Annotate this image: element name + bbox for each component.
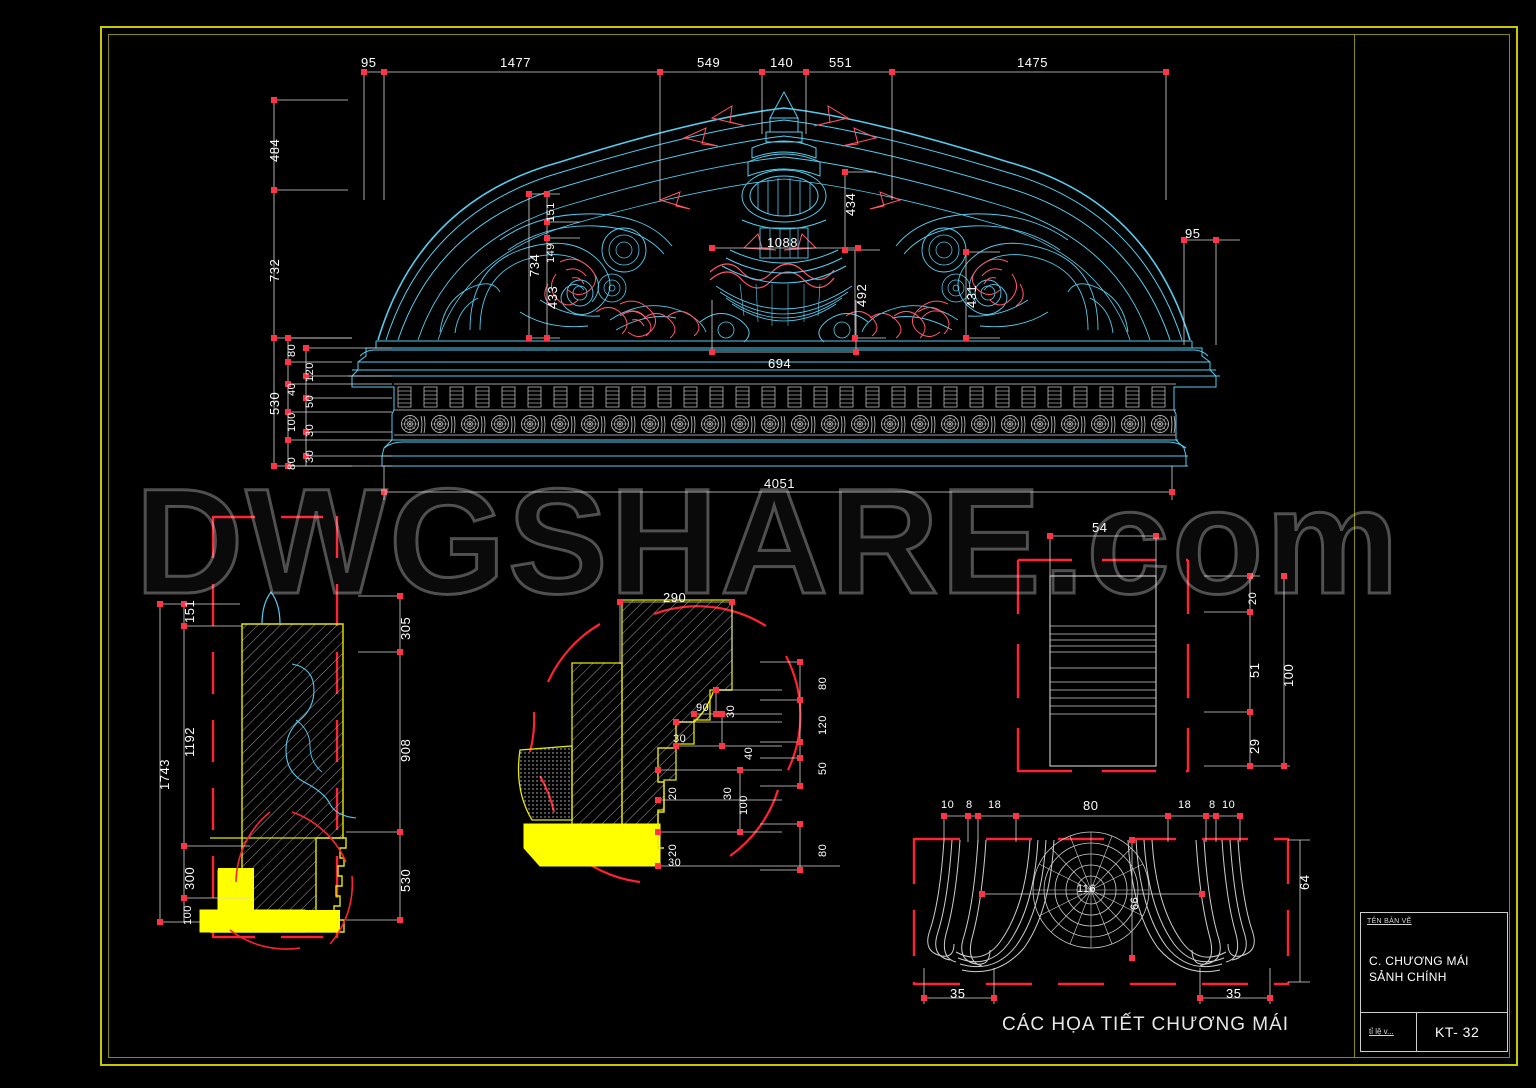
dim-sec-530: 530 bbox=[398, 868, 413, 892]
dim-cornice-in-30: 30 bbox=[304, 423, 316, 437]
dim-det-80b: 80 bbox=[817, 843, 829, 857]
dim-det-50: 50 bbox=[817, 761, 829, 775]
dim-sec-151: 151 bbox=[182, 599, 197, 623]
dim-cornice-in-50: 50 bbox=[304, 394, 316, 408]
title-block-scale: tỉ lệ v... bbox=[1369, 1027, 1394, 1036]
dim-cornice-out-40: 40 bbox=[286, 382, 298, 396]
dim-orn-149: 149 bbox=[545, 243, 557, 263]
dim-orn-151: 151 bbox=[545, 202, 557, 222]
dim-blk-100: 100 bbox=[1281, 663, 1296, 687]
dim-left-484: 484 bbox=[267, 138, 282, 162]
sheet-frame-divider bbox=[1354, 34, 1355, 1058]
dim-det-80a: 80 bbox=[817, 676, 829, 690]
title-block-name-cell: TÊN BẢN VẼ C. CHƯƠNG MÁI SẢNH CHÍNH bbox=[1361, 913, 1507, 1013]
dim-overall-4051: 4051 bbox=[764, 476, 795, 491]
title-block-scale-cell: tỉ lệ v... bbox=[1361, 1013, 1417, 1051]
dim-det-30b: 30 bbox=[673, 733, 687, 745]
dim-det-40: 40 bbox=[743, 746, 755, 760]
dim-sec-305: 305 bbox=[398, 616, 413, 640]
dim-det-30d: 30 bbox=[722, 786, 734, 800]
dim-det-290: 290 bbox=[663, 590, 687, 605]
dim-det-30a: 30 bbox=[725, 704, 737, 718]
dim-left-732: 732 bbox=[267, 258, 282, 282]
title-block-title-line2: SẢNH CHÍNH bbox=[1369, 970, 1447, 985]
dim-orn-433: 433 bbox=[545, 285, 560, 309]
dim-blk-29: 29 bbox=[1247, 738, 1262, 754]
dim-top-1477: 1477 bbox=[500, 55, 531, 70]
title-block-code-cell: KT- 32 bbox=[1417, 1013, 1507, 1051]
dim-leaf-8l: 8 bbox=[966, 799, 973, 811]
dim-cornice-in-30b: 30 bbox=[304, 449, 316, 463]
dim-leaf-8r: 8 bbox=[1209, 799, 1216, 811]
dim-top-549: 549 bbox=[697, 55, 721, 70]
dim-top-140: 140 bbox=[770, 55, 794, 70]
dim-leaf-80: 80 bbox=[1083, 798, 1099, 813]
dim-leaf-66: 66 bbox=[1129, 896, 1141, 910]
dim-sec-100: 100 bbox=[182, 905, 194, 925]
dim-center-694: 694 bbox=[768, 356, 792, 371]
dim-blk-54: 54 bbox=[1092, 520, 1108, 535]
title-block: TÊN BẢN VẼ C. CHƯƠNG MÁI SẢNH CHÍNH tỉ l… bbox=[1360, 912, 1508, 1052]
dim-orn-434: 434 bbox=[843, 192, 858, 216]
dim-blk-20: 20 bbox=[1247, 591, 1259, 605]
dim-sec-1743: 1743 bbox=[157, 759, 172, 790]
dim-cornice-out-80: 80 bbox=[286, 343, 298, 357]
dim-cornice-in-120: 120 bbox=[304, 362, 316, 382]
dim-leaf-10l: 10 bbox=[941, 799, 955, 811]
dim-orn-492: 492 bbox=[854, 283, 869, 307]
dim-det-20b: 20 bbox=[667, 843, 679, 857]
dim-det-20a: 20 bbox=[667, 786, 679, 800]
dim-leaf-35r: 35 bbox=[1226, 986, 1242, 1001]
dim-det-90: 90 bbox=[696, 702, 710, 714]
title-block-label: TÊN BẢN VẼ bbox=[1367, 918, 1412, 925]
dim-det-100: 100 bbox=[738, 795, 750, 815]
dim-leaf-116: 116 bbox=[1077, 883, 1097, 895]
dim-sec-908: 908 bbox=[398, 738, 413, 762]
dim-leaf-18r: 18 bbox=[1178, 799, 1192, 811]
dim-top-551: 551 bbox=[829, 55, 853, 70]
title-block-code: KT- 32 bbox=[1435, 1024, 1480, 1040]
dim-cornice-out-80b: 80 bbox=[286, 456, 298, 470]
title-block-title: C. CHƯƠNG MÁI SẢNH CHÍNH bbox=[1369, 953, 1503, 985]
dim-orn-431: 431 bbox=[964, 284, 979, 308]
dim-det-120: 120 bbox=[817, 715, 829, 735]
dim-det-30c: 30 bbox=[668, 857, 682, 869]
dim-cornice-out-100: 100 bbox=[286, 412, 298, 432]
sheet-frame-outer bbox=[100, 26, 1518, 1066]
caption-leaf-detail: CÁC HỌA TIẾT CHƯƠNG MÁI bbox=[1002, 1014, 1290, 1035]
dim-left-530: 530 bbox=[267, 391, 282, 415]
dim-top-95-left: 95 bbox=[361, 55, 377, 70]
sheet-frame-inner bbox=[108, 34, 1510, 1058]
dim-leaf-18l: 18 bbox=[988, 799, 1002, 811]
dim-leaf-35l: 35 bbox=[950, 986, 966, 1001]
dim-center-1088: 1088 bbox=[767, 235, 798, 250]
dim-orn-734: 734 bbox=[527, 253, 542, 277]
dim-leaf-64: 64 bbox=[1297, 874, 1312, 890]
dim-blk-51: 51 bbox=[1247, 662, 1262, 678]
dim-sec-300: 300 bbox=[182, 866, 197, 890]
dim-sec-1192: 1192 bbox=[182, 727, 197, 757]
title-block-title-line1: C. CHƯƠNG MÁI bbox=[1369, 954, 1469, 968]
dim-leaf-10r: 10 bbox=[1222, 799, 1236, 811]
dim-top-1475: 1475 bbox=[1017, 55, 1048, 70]
dim-right-95: 95 bbox=[1185, 226, 1201, 241]
